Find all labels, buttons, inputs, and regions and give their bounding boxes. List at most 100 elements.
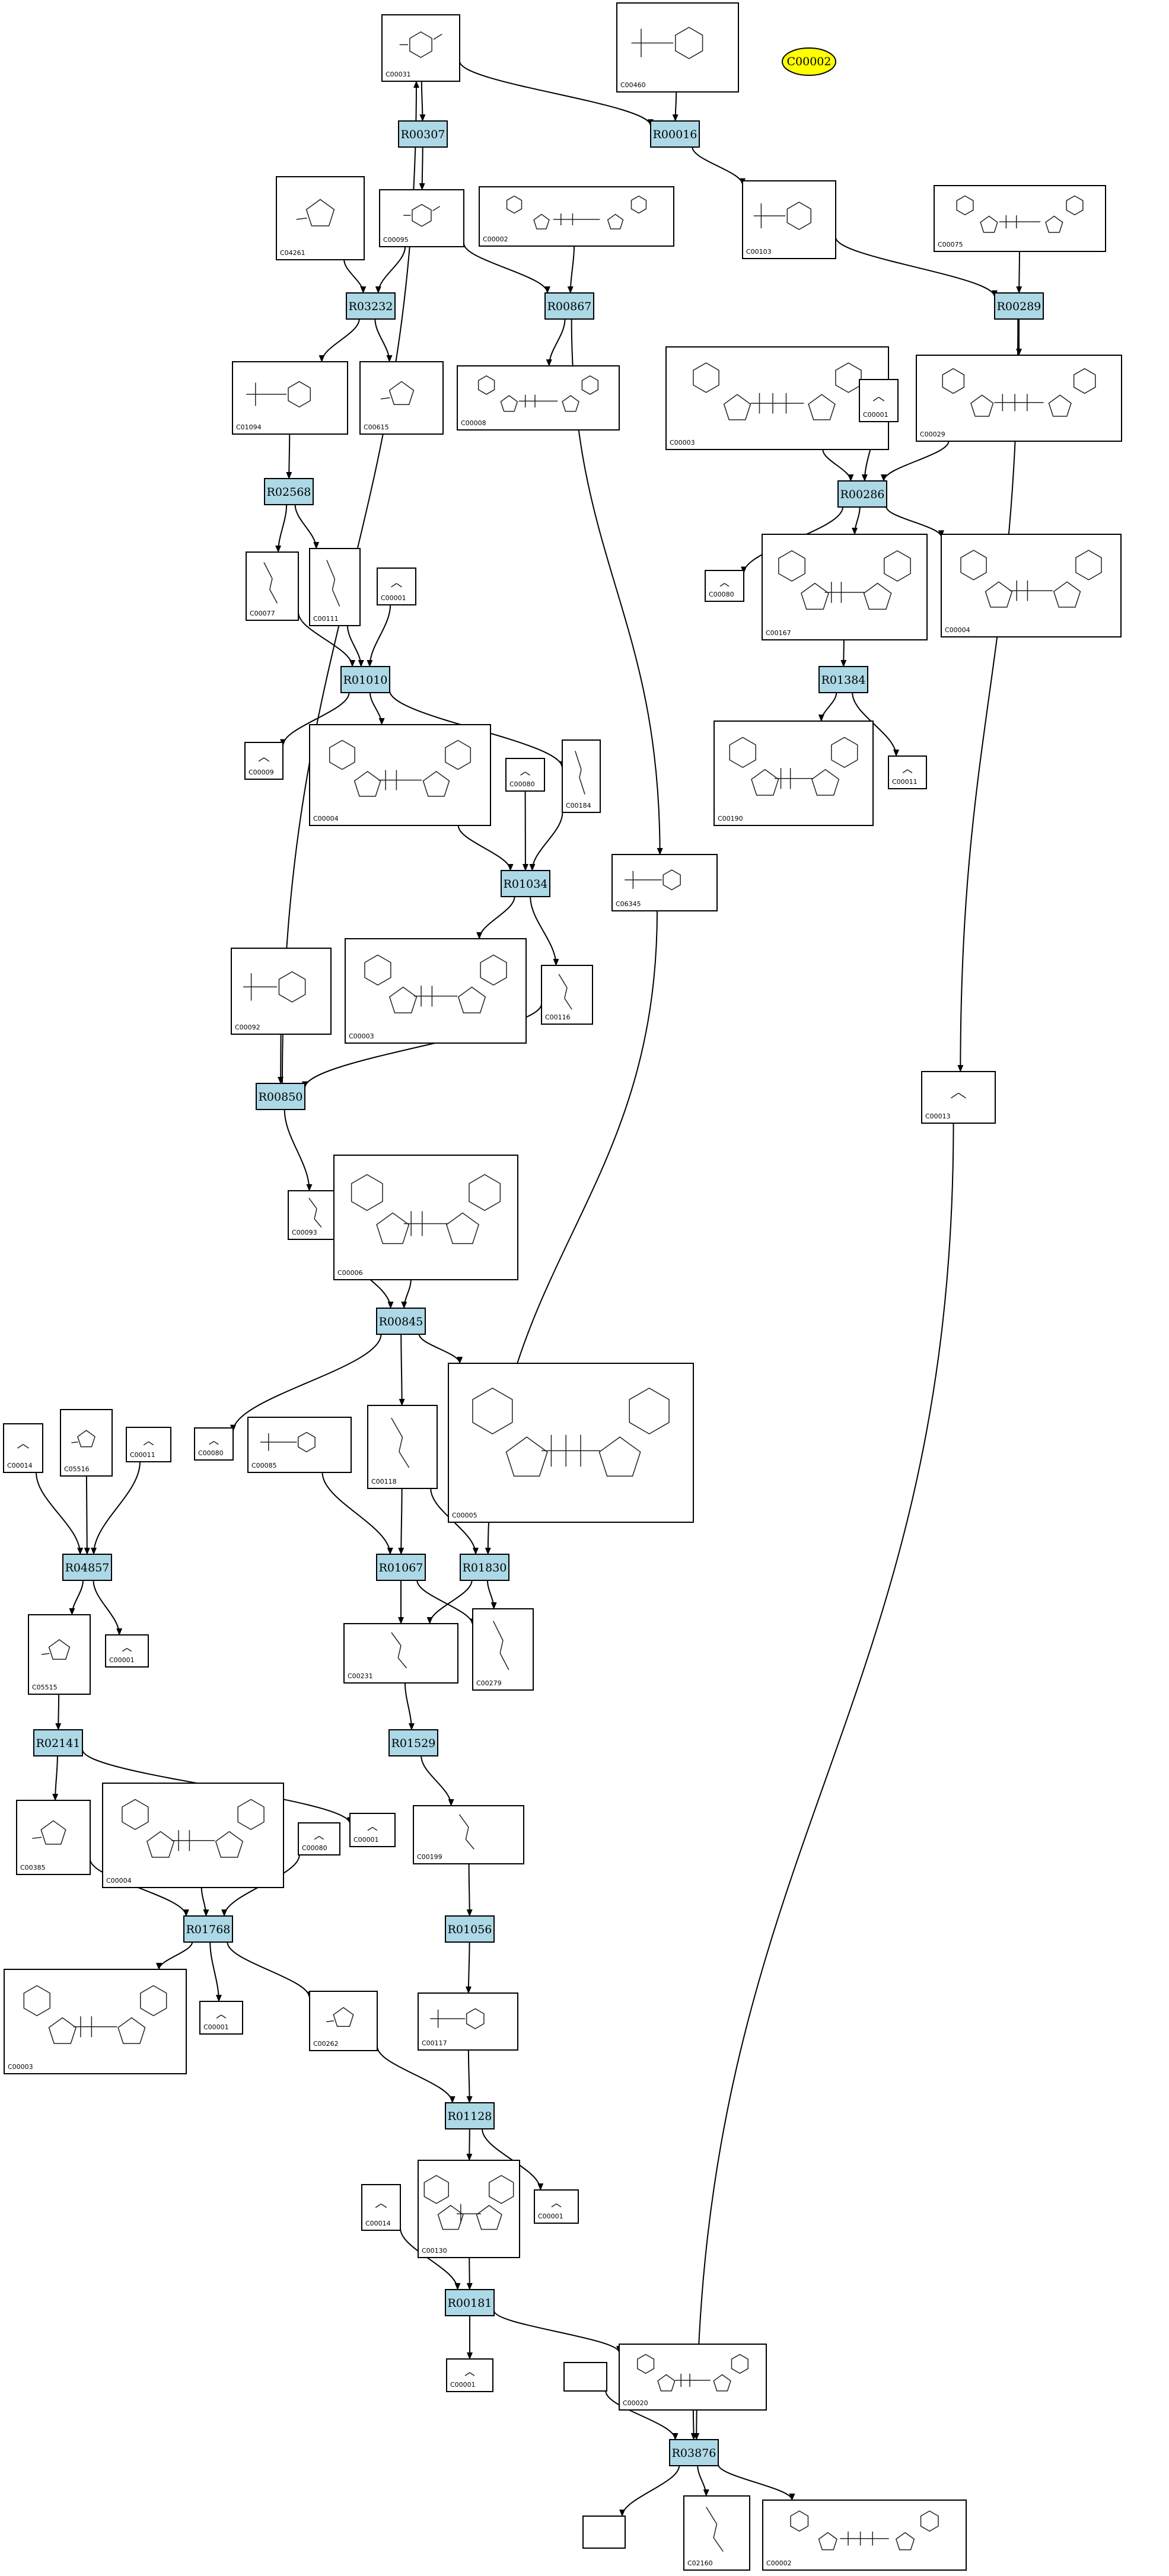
compound-id-label: C00001 xyxy=(450,2381,476,2389)
reaction-node-r01384[interactable]: R01384 xyxy=(818,666,868,693)
reaction-node-r01768[interactable]: R01768 xyxy=(183,1915,233,1943)
compound-node-c00080[interactable]: C00080 xyxy=(194,1427,234,1461)
compound-node-c00002[interactable]: C00002 xyxy=(762,2500,967,2571)
reaction-node-r01056[interactable]: R01056 xyxy=(445,1915,495,1943)
reaction-node-r04857[interactable]: R04857 xyxy=(62,1554,112,1581)
compound-node-c00003[interactable]: C00003 xyxy=(345,938,527,1044)
compound-node-c00080[interactable]: C00080 xyxy=(298,1822,340,1856)
reaction-node-r00845[interactable]: R00845 xyxy=(376,1308,426,1335)
compound-node-c00005[interactable]: C00005 xyxy=(448,1363,694,1523)
compound-node-c00006[interactable]: C00006 xyxy=(333,1155,518,1280)
reaction-label: R04857 xyxy=(65,1561,110,1574)
compound-node-c00103[interactable]: C00103 xyxy=(742,180,836,259)
edge-c13-to-R00286 xyxy=(881,441,950,482)
compound-node-empty[interactable] xyxy=(582,2516,626,2549)
edge-c33-to-R04857 xyxy=(36,1472,84,1555)
reaction-node-r03232[interactable]: R03232 xyxy=(346,292,396,320)
structure-drawing xyxy=(375,2203,387,2208)
reaction-node-r01010[interactable]: R01010 xyxy=(340,666,390,693)
compound-node-empty[interactable] xyxy=(563,2362,607,2392)
compound-node-c00014[interactable]: C00014 xyxy=(3,1423,43,1473)
structure-drawing xyxy=(367,1826,378,1831)
compound-node-c00008[interactable]: C00008 xyxy=(457,365,620,431)
compound-node-c00080[interactable]: C00080 xyxy=(505,758,545,792)
compound-node-c00003[interactable]: C00003 xyxy=(665,346,889,450)
compound-node-c00001[interactable]: C00001 xyxy=(446,2358,493,2392)
compound-node-c00001[interactable]: C00001 xyxy=(105,1634,149,1668)
compound-node-c00118[interactable]: C00118 xyxy=(367,1405,438,1489)
reaction-node-r00850[interactable]: R00850 xyxy=(256,1083,305,1110)
reaction-node-r01128[interactable]: R01128 xyxy=(445,2102,495,2129)
compound-node-c00004[interactable]: C00004 xyxy=(941,534,1122,637)
edge-R00845-to-c38 xyxy=(399,1334,405,1406)
compound-node-c00615[interactable]: C00615 xyxy=(359,361,444,435)
compound-node-c00075[interactable]: C00075 xyxy=(934,185,1106,252)
compound-node-c00385[interactable]: C00385 xyxy=(16,1800,91,1875)
compound-node-c05516[interactable]: C05516 xyxy=(60,1409,113,1477)
compound-node-c00460[interactable]: C00460 xyxy=(616,2,739,93)
special-compound-node[interactable]: C00002 xyxy=(782,47,836,76)
compound-node-c00001[interactable]: C00001 xyxy=(377,568,416,605)
reaction-label: R03232 xyxy=(349,300,393,313)
reaction-node-r01529[interactable]: R01529 xyxy=(388,1729,438,1756)
compound-node-c00031[interactable]: C00031 xyxy=(381,14,460,82)
compound-node-c00167[interactable]: C00167 xyxy=(762,534,928,640)
compound-node-c00095[interactable]: C00095 xyxy=(379,189,464,247)
reaction-node-r01034[interactable]: R01034 xyxy=(501,870,550,897)
edge-c37-to-R01067 xyxy=(321,1472,393,1555)
compound-id-label: C01094 xyxy=(236,423,262,431)
compound-node-c00003[interactable]: C00003 xyxy=(4,1969,187,2074)
compound-node-c00001[interactable]: C00001 xyxy=(859,379,899,422)
reaction-node-r00181[interactable]: R00181 xyxy=(445,2289,495,2316)
compound-node-c00231[interactable]: C00231 xyxy=(343,1623,458,1684)
compound-node-c00009[interactable]: C00009 xyxy=(244,742,284,780)
compound-id-label: C00460 xyxy=(620,81,646,89)
reaction-node-r02141[interactable]: R02141 xyxy=(33,1729,83,1756)
structure-drawing xyxy=(790,2510,939,2551)
compound-node-c00117[interactable]: C00117 xyxy=(418,1992,518,2051)
compound-node-c00116[interactable]: C00116 xyxy=(541,965,593,1025)
compound-node-c00111[interactable]: C00111 xyxy=(309,548,361,626)
compound-node-c00002[interactable]: C00002 xyxy=(479,186,674,247)
compound-node-c00077[interactable]: C00077 xyxy=(246,551,299,621)
reaction-node-r01067[interactable]: R01067 xyxy=(376,1554,426,1581)
reaction-node-r03876[interactable]: R03876 xyxy=(669,2439,719,2466)
compound-node-c00085[interactable]: C00085 xyxy=(247,1417,352,1473)
reaction-node-r00867[interactable]: R00867 xyxy=(544,292,594,320)
reaction-node-r00307[interactable]: R00307 xyxy=(398,120,448,148)
compound-node-c01094[interactable]: C01094 xyxy=(232,361,348,435)
reaction-node-r01830[interactable]: R01830 xyxy=(460,1554,509,1581)
reaction-label: R00016 xyxy=(653,128,697,141)
compound-node-c00020[interactable]: C00020 xyxy=(619,2344,767,2411)
compound-node-c00029[interactable]: C00029 xyxy=(916,355,1122,442)
compound-node-c00279[interactable]: C00279 xyxy=(472,1608,534,1691)
reaction-node-r00286[interactable]: R00286 xyxy=(837,480,887,508)
compound-node-c00011[interactable]: C00011 xyxy=(888,755,927,789)
compound-node-c00262[interactable]: C00262 xyxy=(309,1991,378,2051)
compound-node-c00001[interactable]: C00001 xyxy=(199,2001,243,2035)
edge-c38-to-R01067 xyxy=(398,1488,404,1555)
reaction-node-r02568[interactable]: R02568 xyxy=(264,478,314,505)
compound-node-c00092[interactable]: C00092 xyxy=(231,948,332,1035)
compound-node-c00013[interactable]: C00013 xyxy=(921,1071,996,1124)
compound-node-c04261[interactable]: C04261 xyxy=(276,176,365,260)
compound-node-c00011[interactable]: C00011 xyxy=(126,1427,171,1462)
edge-c48-to-R01056 xyxy=(466,1863,473,1917)
compound-node-c00190[interactable]: C00190 xyxy=(713,720,874,826)
compound-node-c02160[interactable]: C02160 xyxy=(683,2495,750,2571)
reaction-node-r00016[interactable]: R00016 xyxy=(650,120,700,148)
compound-node-c00004[interactable]: C00004 xyxy=(102,1783,284,1888)
compound-node-c00004[interactable]: C00004 xyxy=(309,724,491,826)
compound-node-c00014[interactable]: C00014 xyxy=(361,2184,401,2231)
reaction-node-r00289[interactable]: R00289 xyxy=(994,292,1044,320)
compound-node-c00199[interactable]: C00199 xyxy=(413,1805,524,1864)
compound-node-c00130[interactable]: C00130 xyxy=(418,2160,520,2258)
compound-node-c00001[interactable]: C00001 xyxy=(534,2189,579,2224)
structure-drawing xyxy=(942,368,1096,417)
edge-R00845-to-c39 xyxy=(418,1334,463,1364)
compound-node-c00184[interactable]: C00184 xyxy=(562,739,601,813)
compound-node-c05515[interactable]: C05515 xyxy=(28,1614,91,1695)
compound-node-c06345[interactable]: C06345 xyxy=(611,854,718,911)
compound-node-c00001[interactable]: C00001 xyxy=(349,1813,396,1847)
compound-node-c00080[interactable]: C00080 xyxy=(705,570,744,602)
